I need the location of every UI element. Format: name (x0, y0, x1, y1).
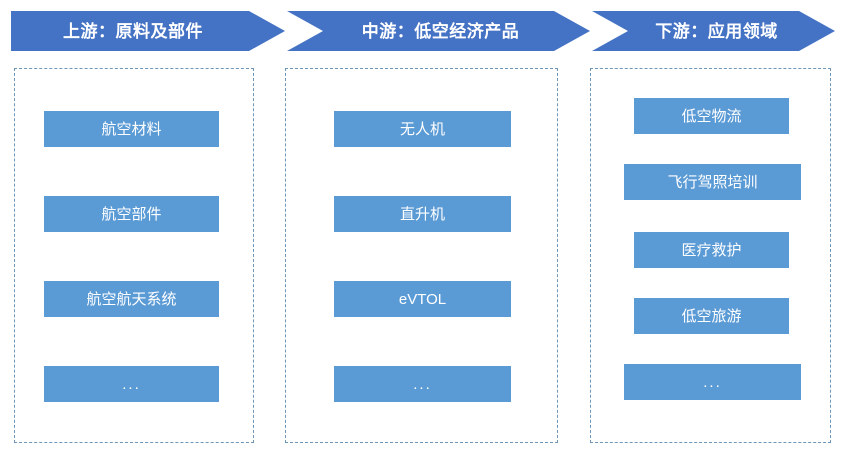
node-item[interactable]: 直升机 (334, 196, 511, 232)
node-label: 航空材料 (101, 120, 162, 138)
node-label: 医疗救护 (681, 241, 742, 259)
node-label: 飞行驾照培训 (667, 173, 758, 191)
downstream-node-stack: 低空物流 飞行驾照培训 医疗救护 低空旅游 ... (591, 69, 830, 442)
node-label: eVTOL (398, 290, 447, 308)
node-item[interactable]: 医疗救护 (634, 232, 789, 268)
stage-header-band: 上游：原料及部件 中游：低空经济产品 下游：应用领域 (0, 11, 844, 51)
stage-header-upstream[interactable]: 上游：原料及部件 (11, 11, 285, 51)
stage-header-midstream-label: 中游：低空经济产品 (361, 21, 520, 41)
node-item-more[interactable]: ... (624, 364, 801, 400)
node-label: 无人机 (399, 120, 445, 138)
node-label: ... (413, 375, 432, 393)
stage-header-midstream[interactable]: 中游：低空经济产品 (287, 11, 590, 51)
node-item[interactable]: 低空物流 (634, 98, 789, 134)
stage-header-upstream-label: 上游：原料及部件 (63, 21, 203, 41)
stage-header-downstream[interactable]: 下游：应用领域 (592, 11, 835, 51)
node-label: 直升机 (399, 205, 445, 223)
node-label: 低空物流 (681, 107, 742, 125)
midstream-node-stack: 无人机 直升机 eVTOL ... (286, 69, 557, 442)
node-item[interactable]: 航空航天系统 (44, 281, 219, 317)
stage-header-downstream-label: 下游：应用领域 (655, 21, 778, 41)
node-item[interactable]: eVTOL (334, 281, 511, 317)
node-item[interactable]: 无人机 (334, 111, 511, 147)
node-item-more[interactable]: ... (44, 366, 219, 402)
node-item[interactable]: 低空旅游 (634, 298, 789, 334)
node-item-more[interactable]: ... (334, 366, 511, 402)
node-label: 低空旅游 (681, 307, 742, 325)
node-label: 航空部件 (101, 205, 162, 223)
upstream-column: 航空材料 航空部件 航空航天系统 ... (14, 68, 254, 443)
node-item[interactable]: 航空材料 (44, 111, 219, 147)
node-label: 航空航天系统 (86, 290, 177, 308)
node-label: ... (122, 375, 141, 393)
node-label: ... (703, 373, 722, 391)
upstream-node-stack: 航空材料 航空部件 航空航天系统 ... (15, 69, 253, 442)
midstream-column: 无人机 直升机 eVTOL ... (285, 68, 558, 443)
downstream-column: 低空物流 飞行驾照培训 医疗救护 低空旅游 ... (590, 68, 831, 443)
node-item[interactable]: 飞行驾照培训 (624, 164, 801, 200)
node-item[interactable]: 航空部件 (44, 196, 219, 232)
